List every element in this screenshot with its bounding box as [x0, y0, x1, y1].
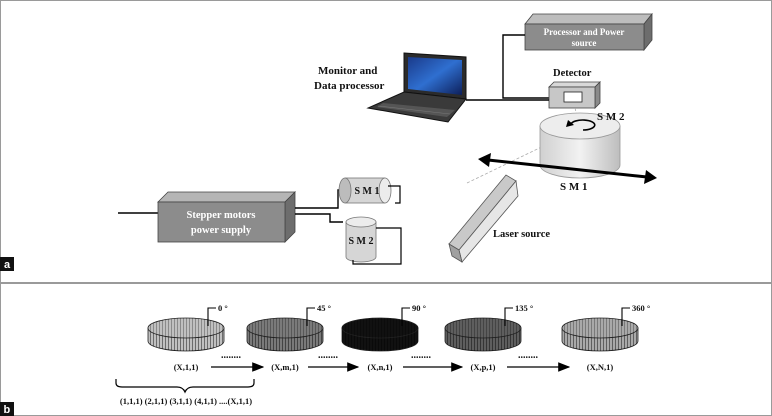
laser-source-box: [448, 174, 519, 263]
disc-angle-label: 45 °: [317, 303, 331, 313]
panel-a-frame: [0, 0, 772, 283]
disc-caption: (X,m,1): [271, 362, 299, 372]
disc-caption: (X,p,1): [470, 362, 495, 372]
ellipsis-4: ........: [518, 350, 539, 361]
sm1-output-wire: [388, 185, 401, 204]
panel-a-badge: a: [0, 257, 14, 271]
sample-cylinder: [539, 112, 621, 179]
stepper-label-line2: power supply: [191, 225, 252, 236]
laser-label: Laser source: [493, 229, 550, 240]
motor2-label: S M 2: [349, 236, 374, 247]
disc-caption: (X,N,1): [587, 362, 614, 372]
processor-label-line1: Processor and Power: [544, 27, 625, 37]
processor-label-line2: source: [572, 38, 597, 48]
rotation-disc-2: 45 ° (X,m,1): [246, 303, 331, 372]
laptop-icon: [366, 52, 467, 123]
motor-sm2: S M 2: [345, 216, 377, 263]
reference-pin: [306, 307, 315, 326]
sequence-brace: [115, 379, 255, 394]
monitor-label-line1: Monitor and: [318, 65, 377, 77]
disc-caption: (X,n,1): [367, 362, 392, 372]
disc-angle-label: 135 °: [515, 303, 533, 313]
rotation-disc-3: 90 ° (X,n,1): [341, 303, 426, 372]
rotation-sequence: 0 ° (X,1,1) 45 ° (X,m,1) 90 ° (X,n,1) 135 ° (X,…: [147, 303, 650, 372]
motor-sm1: S M 1: [338, 177, 392, 204]
stepper-power-supply-box: Stepper motors power supply: [157, 191, 296, 243]
rotation-arrow-icon: [570, 119, 596, 131]
rotary-sm2-label: S M 2: [597, 111, 625, 123]
svg-text:a: a: [4, 259, 11, 271]
reference-pin: [401, 307, 410, 326]
reference-pin: [621, 307, 630, 326]
wire-processor-detector: [502, 34, 549, 99]
disc-angle-label: 90 °: [412, 303, 426, 313]
disc-angle-label: 0 °: [218, 303, 228, 313]
reference-pin: [207, 307, 216, 326]
wire-supply-sm1: [295, 189, 345, 209]
rotation-disc-1: 0 ° (X,1,1): [147, 303, 228, 372]
motor1-label: S M 1: [355, 186, 380, 197]
ellipsis-2: ........: [318, 350, 339, 361]
linear-translation-arrow: [478, 153, 657, 184]
detector-label: Detector: [553, 68, 592, 79]
sm2-output-wire: [352, 227, 402, 265]
detector-box: [548, 81, 601, 109]
reference-pin: [504, 307, 513, 326]
rotation-disc-4: 135 ° (X,p,1): [444, 303, 533, 372]
disc-caption: (X,1,1): [174, 362, 199, 372]
wire-supply-sm2: [295, 213, 343, 223]
panel-b-badge: b: [0, 402, 14, 416]
ellipsis-1: ........: [221, 350, 242, 361]
stepper-label-line1: Stepper motors: [187, 210, 256, 221]
rotation-disc-5: 360 ° (X,N,1): [561, 303, 650, 372]
svg-text:b: b: [4, 404, 11, 416]
linear-sm1-label: S M 1: [560, 181, 588, 193]
monitor-label-line2: Data processor: [314, 80, 384, 92]
disc-angle-label: 360 °: [632, 303, 650, 313]
pixel-sequence-label: (1,1,1) (2,1,1) (3,1,1) (4,1,1) ....(X,1…: [120, 396, 252, 406]
ellipsis-3: ........: [411, 350, 432, 361]
processor-power-box: Processor and Power source: [524, 12, 653, 52]
